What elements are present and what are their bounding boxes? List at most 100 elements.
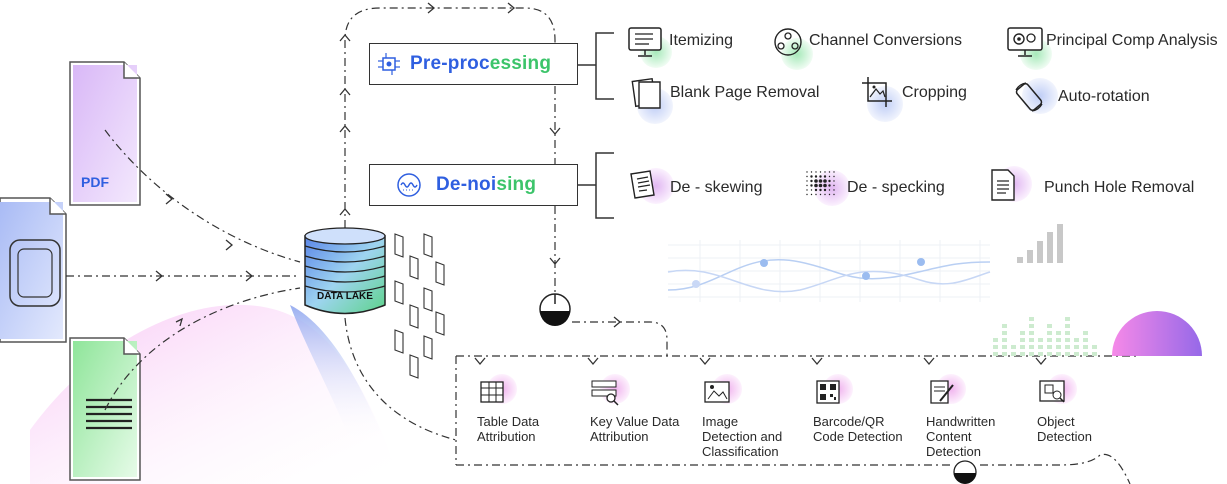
wave-chart-decoration	[667, 240, 991, 302]
speck-dot	[819, 175, 822, 178]
speck-dot	[828, 189, 831, 191]
extraction-item-label-line: Object	[1037, 414, 1075, 429]
speck-dot	[824, 171, 826, 173]
extraction-item-icon	[1039, 380, 1065, 403]
equalizer-dot	[993, 345, 998, 349]
flow-to-extraction-band	[572, 321, 668, 356]
arrow-chevron	[549, 127, 561, 136]
arrow-chevron	[175, 317, 184, 327]
speck-dot	[823, 175, 827, 178]
extraction-item-label-line: Detection	[1037, 429, 1092, 444]
de-skewing-document-icon	[630, 170, 655, 199]
speck-dot	[806, 175, 808, 178]
equalizer-dot	[1083, 352, 1088, 356]
equalizer-dot	[1074, 345, 1079, 349]
arrow-chevron	[923, 357, 935, 366]
equalizer-dot	[1083, 331, 1088, 335]
equalizer-dot	[993, 338, 998, 342]
process-node-icon	[539, 293, 571, 326]
equalizer-dot	[1047, 352, 1052, 356]
denoising-wave-icon	[397, 173, 421, 197]
equalizer-dot	[1020, 331, 1025, 335]
preprocessing-title-part1: Pre-proc	[410, 53, 490, 74]
punch-hole-removal-icon	[991, 169, 1015, 201]
speck-dot	[824, 193, 826, 196]
equalizer-dot	[1092, 352, 1097, 356]
preprocessing-bracket	[578, 32, 614, 100]
arrow-chevron	[507, 2, 516, 14]
extraction-item-icon	[480, 381, 504, 403]
extraction-item-icon	[930, 380, 954, 404]
speck-dot	[828, 193, 831, 196]
equalizer-dot	[1047, 345, 1052, 349]
speck-dot	[814, 175, 818, 178]
speck-dot	[833, 189, 835, 191]
equalizer-dot	[1029, 338, 1034, 342]
extraction-item-label-line: Handwritten	[926, 414, 996, 429]
speck-dot	[810, 193, 813, 196]
arrow-chevron	[699, 357, 711, 366]
speck-dot	[810, 189, 813, 191]
arrow-chevron	[245, 270, 254, 282]
denoising-box: De-noising	[369, 164, 578, 206]
speck-dot	[828, 179, 831, 183]
extraction-item-icon	[816, 380, 840, 404]
arrow-chevron	[165, 193, 174, 205]
preprocessing-item-principal-comp-analysis: Principal Comp Analysis	[1046, 32, 1218, 49]
equalizer-dot	[1065, 324, 1070, 328]
speck-dot	[806, 171, 808, 173]
extraction-item-label-line: Key Value Data	[590, 414, 680, 429]
equalizer-dot	[1056, 352, 1061, 356]
equalizer-dot	[1011, 345, 1016, 349]
equalizer-dot	[1065, 317, 1070, 321]
speck-dot	[833, 184, 835, 187]
preprocessing-item-auto-rotation: Auto-rotation	[1058, 88, 1150, 105]
speck-dot	[828, 184, 831, 187]
lake-lower-curve	[344, 317, 457, 441]
equalizer-dot	[1038, 345, 1043, 349]
equalizer-dot	[993, 352, 998, 356]
denoising-item-de-skewing: De - skewing	[670, 179, 763, 196]
extraction-item-label-line: Attribution	[477, 429, 536, 444]
speck-dot	[819, 193, 822, 196]
extraction-item-icon	[591, 380, 619, 406]
speck-dot	[823, 179, 827, 183]
speck-dot	[818, 179, 823, 183]
speck-dot	[815, 171, 817, 173]
equalizer-dot	[1047, 324, 1052, 328]
preprocessing-title-part2: essing	[489, 53, 552, 74]
equalizer-dot	[1074, 338, 1079, 342]
speck-dot	[828, 175, 831, 178]
preprocessing-item-blank-page-removal: Blank Page Removal	[670, 84, 820, 101]
equalizer-dot	[1020, 352, 1025, 356]
speck-dot	[828, 171, 831, 173]
arrow-chevron	[474, 357, 486, 366]
arrow-chevron	[549, 257, 561, 266]
extraction-item-icon	[704, 381, 730, 403]
speck-dot	[806, 180, 808, 182]
extraction-band-exit	[980, 453, 1131, 484]
speck-dot	[833, 180, 835, 182]
arrow-chevron	[613, 316, 622, 328]
arrow-chevron	[427, 2, 436, 14]
arrow-chevron	[155, 270, 164, 282]
preprocessing-item-cropping: Cropping	[902, 84, 967, 101]
speck-dot	[814, 183, 818, 188]
arrow-chevron	[1035, 357, 1047, 366]
speck-dot	[819, 188, 822, 192]
arrow-chevron	[339, 207, 351, 216]
arrow-chevron	[587, 357, 599, 366]
equalizer-dot	[1056, 338, 1061, 342]
equalizer-dot	[1002, 338, 1007, 342]
blue-wave-decoration	[290, 305, 380, 440]
speck-dot	[833, 193, 835, 196]
equalizer-dot	[1065, 345, 1070, 349]
equalizer-dot	[1038, 338, 1043, 342]
equalizer-dot	[1002, 331, 1007, 335]
arrow-chevron	[225, 239, 234, 251]
